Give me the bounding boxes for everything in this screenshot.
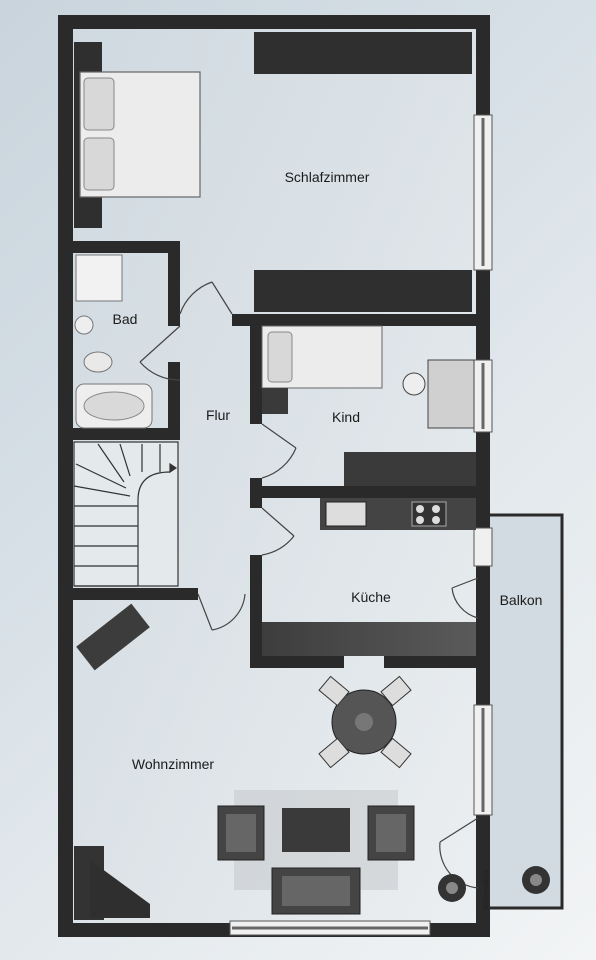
label-flur: Flur [206,407,230,423]
label-balkon: Balkon [500,592,543,608]
balcony-railing [490,513,564,910]
windows [229,114,493,936]
label-kueche: Küche [351,589,391,605]
bed-double [74,42,201,228]
label-wohnzimmer: Wohnzimmer [132,756,215,772]
interior-walls [70,241,482,668]
bed-single [261,325,383,414]
plant-icon [438,866,550,902]
wardrobe-top [254,32,472,74]
staircase [73,441,179,587]
stairs-landing [74,846,150,920]
label-kind: Kind [332,409,360,425]
kitchen-counter [320,498,476,530]
piano [76,603,150,671]
kids-shelf [344,452,476,486]
living-room-set [217,790,415,915]
dining-set [318,675,412,769]
credit-label: McGrundriss [483,870,490,910]
balcony-floor [490,515,562,907]
desk [402,359,475,429]
doors [139,281,479,889]
kitchen-cabinet-bottom [262,622,476,656]
label-bad: Bad [113,311,138,327]
bathroom-fixtures [74,254,153,429]
wardrobe-bottom [254,270,472,312]
label-schlafzimmer: Schlafzimmer [285,169,370,185]
